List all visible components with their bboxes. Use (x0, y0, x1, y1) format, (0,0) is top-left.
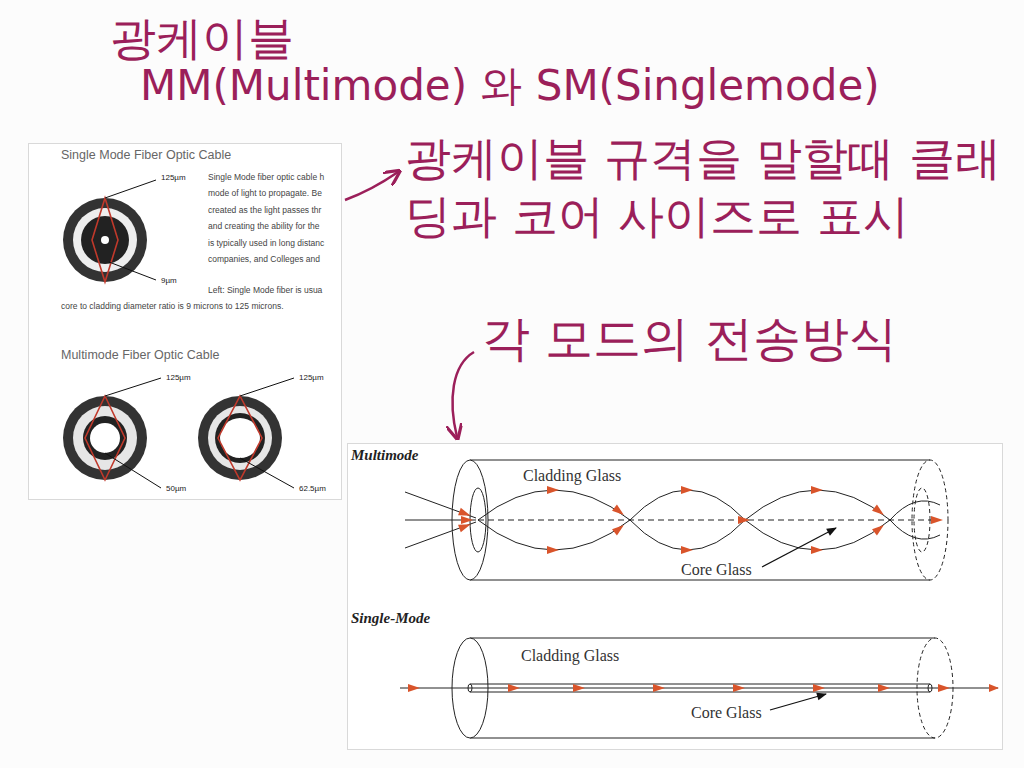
fiber-jacket (198, 396, 282, 480)
tube-edge (470, 738, 935, 739)
light-ray (400, 688, 998, 689)
light-arrow (612, 505, 626, 519)
body-text: is typically used in long distanc (208, 239, 324, 249)
panel-heading: Single Mode Fiber Optic Cable (61, 148, 231, 162)
body-text: Left: Single Mode fiber is usua (208, 286, 322, 296)
light-arrow (681, 486, 693, 494)
ink-arrow (345, 172, 398, 200)
fiber-cross-section (63, 378, 161, 488)
light-arrow (811, 546, 823, 554)
handwritten-title: 광케이블 (110, 10, 294, 68)
light-arrow (813, 684, 825, 692)
dimension-label: 125µm (166, 373, 191, 382)
fiber-buffer (73, 406, 137, 470)
light-arrow (547, 546, 559, 554)
leader-line (105, 453, 161, 488)
mode-heading: Multimode (351, 447, 419, 464)
multimode-fiber (405, 460, 948, 580)
fiber-jacket (63, 198, 147, 282)
body-text: core to cladding diameter ratio is 9 mic… (61, 302, 284, 312)
body-text: and creating the ability for the (208, 222, 320, 232)
fiber-cross-section (198, 378, 294, 488)
fiber-jacket (63, 396, 147, 480)
light-arrow (872, 522, 886, 536)
dimension-label: 125µm (161, 173, 186, 182)
part-label: Cladding Glass (521, 647, 619, 665)
light-arrow (612, 522, 626, 536)
body-text: mode of light to propagate. Be (208, 189, 322, 199)
body-text: Single Mode fiber optic cable h (208, 173, 324, 183)
fiber-cladding (215, 413, 265, 463)
light-arrow (653, 684, 665, 692)
light-path (218, 396, 262, 480)
leader-line (770, 694, 826, 710)
part-label: Cladding Glass (523, 467, 621, 485)
part-label: Core Glass (681, 561, 752, 579)
light-arrow (872, 505, 886, 519)
fiber-buffer (73, 208, 137, 272)
core-edge (470, 692, 930, 693)
dimension-label: 125µm (299, 373, 324, 382)
light-path (85, 396, 125, 480)
leader-line (109, 262, 156, 280)
part-label: Core Glass (691, 704, 762, 722)
leader-line (105, 378, 161, 396)
light-arrow (508, 684, 520, 692)
tube-edge (470, 580, 930, 581)
light-arrow (878, 684, 890, 692)
light-arrow (461, 516, 473, 524)
fiber-core (101, 236, 109, 244)
panel-ground (347, 443, 1003, 750)
dimension-label: 62.5µm (299, 484, 326, 493)
leader-line (240, 458, 294, 488)
light-path (92, 198, 118, 282)
light-arrow (738, 516, 750, 524)
dimension-label: 50µm (166, 484, 186, 493)
handwritten-heading: MM(Multimode) 와 SM(Singlemode) (140, 60, 880, 113)
light-arrows (458, 486, 943, 554)
light-arrow (938, 684, 950, 692)
panel-heading: Multimode Fiber Optic Cable (61, 348, 219, 362)
fiber-cladding (81, 216, 129, 264)
tube-edge (470, 460, 930, 461)
diagram-panel: MultimodeCladding GlassCore GlassSingle-… (347, 443, 1003, 750)
body-text: created as the light passes thr (208, 206, 321, 216)
fiber-cross-section (63, 180, 156, 282)
tube-edge (470, 638, 935, 639)
panel-ground (28, 143, 342, 500)
handwritten-note: 각 모드의 전송방식 (482, 308, 897, 368)
screenshot-panel: Single Mode Fiber Optic Cable 125µm 9µm Sin… (28, 143, 342, 500)
leader-line (105, 180, 156, 198)
light-arrow (931, 516, 943, 524)
light-arrow (681, 546, 693, 554)
mode-heading: Single-Mode (351, 610, 430, 627)
core-edge (470, 684, 930, 685)
handwritten-note: 광케이블 규격을 말할때 클래딩과 코어 사이즈로 표시 (405, 130, 1005, 245)
light-arrow (573, 684, 585, 692)
dimension-label: 9µm (161, 276, 177, 285)
light-ray (478, 520, 940, 550)
light-arrow (811, 486, 823, 494)
light-arrows (408, 684, 950, 692)
ink-arrow (453, 352, 474, 437)
fiber-core (90, 423, 120, 453)
light-arrow (733, 684, 745, 692)
light-arrow (458, 521, 472, 533)
singlemode-fiber (400, 638, 998, 738)
light-arrow (547, 486, 559, 494)
light-ray (478, 520, 938, 521)
body-text: companies, and Colleges and (208, 255, 320, 265)
light-arrow (408, 684, 420, 692)
leader-line (240, 378, 294, 396)
leader-line (762, 528, 836, 567)
light-ray (478, 490, 940, 520)
